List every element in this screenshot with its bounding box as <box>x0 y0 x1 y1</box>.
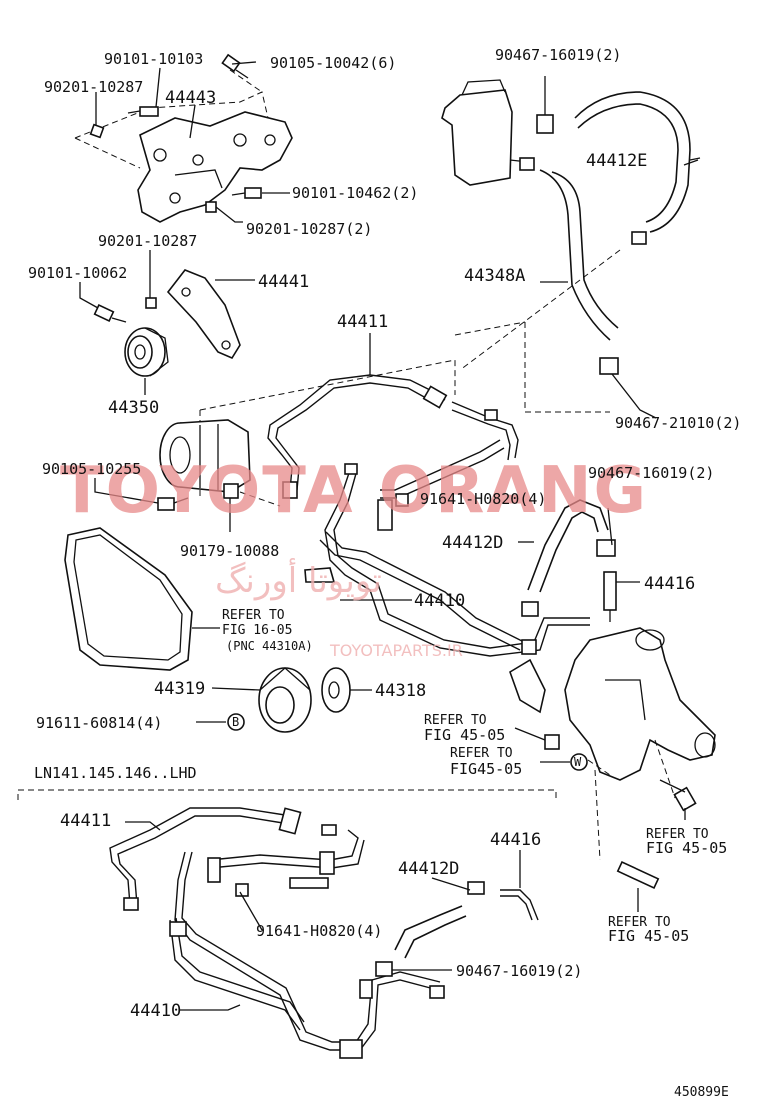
label-90467-16019-top: 90467-16019(2) <box>495 46 621 64</box>
label-refer-16-05-line1: REFER TO <box>222 608 285 623</box>
label-44410: 44410 <box>414 591 465 611</box>
label-90101-10103: 90101-10103 <box>104 50 203 68</box>
label-variant-44411: 44411 <box>60 811 111 831</box>
stay-44441 <box>166 269 241 360</box>
bolt-90101-10103 <box>127 106 159 117</box>
bolt-90101-10062 <box>93 304 127 323</box>
variant-divider <box>17 789 557 800</box>
hose-44348A <box>539 169 611 341</box>
variant-tube-44410 <box>169 824 445 1059</box>
label-variant-44412D: 44412D <box>398 859 459 879</box>
label-90201-10287-b: 90201-10287(2) <box>246 220 372 238</box>
variant-hose-44412D <box>375 877 485 977</box>
steering-gear <box>564 627 716 861</box>
watermark-arabic: تويوتا أورنگ <box>215 558 382 601</box>
label-refer-45-05-b-line2: FIG45-05 <box>450 760 522 778</box>
label-refer-45-05-a-line1: REFER TO <box>424 713 487 728</box>
refer-markers <box>514 727 697 912</box>
nut-90201-10287-c <box>145 297 157 309</box>
label-variant-44416: 44416 <box>490 830 541 850</box>
idler-pulley-44350 <box>124 327 169 377</box>
pump-group <box>94 359 456 532</box>
label-variant-91641-H0820: 91641-H0820(4) <box>256 922 382 940</box>
washer-44318 <box>321 667 372 713</box>
label-refer-45-05-c-line1: REFER TO <box>646 827 709 842</box>
label-91641-H0820: 91641-H0820(4) <box>420 490 546 508</box>
label-91611-60814: 91611-60814(4) <box>36 714 162 732</box>
label-90467-21010: 90467-21010(2) <box>615 414 741 432</box>
bolt-90105-10255 <box>157 497 189 511</box>
label-90201-10287-a: 90201-10287 <box>44 78 143 96</box>
watermark-brand: TOYOTA ORANG <box>60 454 648 528</box>
label-90101-10062: 90101-10062 <box>28 264 127 282</box>
label-variant-90467-16019: 90467-16019(2) <box>456 962 582 980</box>
label-refer-45-05-c-line2: FIG 45-05 <box>646 839 727 857</box>
hose-44412E <box>574 91 691 233</box>
label-90101-10462: 90101-10462(2) <box>292 184 418 202</box>
clamp-90467-21010 <box>599 357 657 419</box>
label-44441: 44441 <box>258 272 309 292</box>
watermark: TOYOTA ORANG تويوتا أورنگ TOYOTAPARTS.IR <box>60 454 648 660</box>
variant-union-44416 <box>500 850 539 921</box>
label-44412D: 44412D <box>442 533 503 553</box>
union-44416 <box>603 571 640 622</box>
label-circle-w: W <box>574 755 582 769</box>
label-refer-16-05-line2: FIG 16-05 <box>222 623 292 638</box>
label-44416: 44416 <box>644 574 695 594</box>
bracket-44443 <box>137 111 293 223</box>
label-44318: 44318 <box>375 681 426 701</box>
label-44443: 44443 <box>165 88 216 108</box>
label-90179-10088: 90179-10088 <box>180 542 279 560</box>
watermark-site: TOYOTAPARTS.IR <box>329 641 463 660</box>
clamp-90467-16019-top <box>536 76 554 134</box>
label-90105-10042: 90105-10042(6) <box>270 54 396 72</box>
label-refer-45-05-d-line1: REFER TO <box>608 915 671 930</box>
nut-90201-10287-b <box>205 201 217 213</box>
pulley-44319 <box>211 667 312 733</box>
label-44411: 44411 <box>337 312 388 332</box>
stay-44441-group <box>79 250 255 395</box>
label-44350: 44350 <box>108 398 159 418</box>
bolt-91641-H0820 <box>395 493 409 507</box>
label-refer-16-05-line3: (PNC 44310A) <box>226 639 313 653</box>
bolt-90105-10042 <box>221 53 249 79</box>
nut-90201-10287-a <box>89 123 105 139</box>
reservoir-group <box>441 76 701 419</box>
reservoir-tank <box>441 89 513 186</box>
bracket-group <box>74 53 293 223</box>
nut-90179-10088 <box>223 483 239 499</box>
label-circle-b: B <box>232 715 239 729</box>
label-44412E: 44412E <box>586 151 647 171</box>
label-44319: 44319 <box>154 679 205 699</box>
label-refer-45-05-a-line2: FIG 45-05 <box>424 726 505 744</box>
pressure-tube-44410 <box>304 439 590 714</box>
variant-hose-44411 <box>109 807 302 911</box>
label-refer-45-05-b-line1: REFER TO <box>450 746 513 761</box>
part-labels: 90101-10103 90105-10042(6) 90201-10287 4… <box>28 46 741 1100</box>
label-90105-10255: 90105-10255 <box>42 460 141 478</box>
figure-id: 450899E <box>674 1085 729 1100</box>
label-refer-45-05-d-line2: FIG 45-05 <box>608 927 689 945</box>
label-90201-10287-c: 90201-10287 <box>98 232 197 250</box>
label-90467-16019-mid: 90467-16019(2) <box>588 464 714 482</box>
circle-b-marker <box>227 713 245 731</box>
bolt-90101-10462 <box>231 187 262 199</box>
pump-body <box>159 419 251 493</box>
hose-44412D <box>518 499 616 617</box>
pressure-hose-44411 <box>267 333 519 499</box>
label-variant-44410: 44410 <box>130 1001 181 1021</box>
label-variant-note: LN141.145.146..LHD <box>34 764 197 782</box>
v-belt <box>64 527 220 671</box>
label-44348A: 44348A <box>464 266 525 286</box>
